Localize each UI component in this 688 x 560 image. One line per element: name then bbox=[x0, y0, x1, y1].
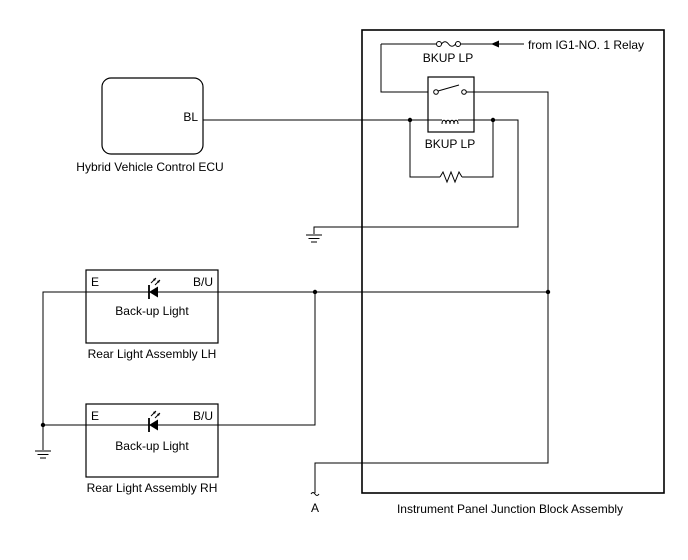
relay-source-label: from IG1-NO. 1 Relay bbox=[528, 38, 644, 52]
relay-switch-blade bbox=[437, 84, 460, 92]
rh-pin-bu: B/U bbox=[193, 409, 213, 423]
junction-dot-ground bbox=[40, 422, 46, 428]
relay-label: BKUP LP bbox=[425, 137, 475, 151]
supply-arrow-icon bbox=[491, 40, 499, 48]
junction-block-box bbox=[361, 29, 665, 494]
junction-block-label: Instrument Panel Junction Block Assembly bbox=[397, 502, 623, 516]
relay-box bbox=[427, 76, 475, 133]
ecu-pin-bl: BL bbox=[183, 110, 198, 124]
lh-led-icon bbox=[148, 277, 161, 299]
relay-contact-right bbox=[461, 89, 467, 95]
relay-output-bus bbox=[314, 91, 549, 493]
rh-pin-e: E bbox=[91, 409, 99, 423]
fuse-to-relay-wire bbox=[380, 44, 434, 93]
connector-break-icon bbox=[310, 492, 320, 496]
lh-light-label: Back-up Light bbox=[115, 304, 189, 318]
rh-led-icon bbox=[148, 410, 161, 432]
ecu-box bbox=[101, 77, 204, 155]
rh-lamp-box bbox=[85, 403, 219, 478]
ecu-name: Hybrid Vehicle Control ECU bbox=[76, 160, 223, 174]
resistor-icon bbox=[439, 170, 463, 184]
connector-label: A bbox=[311, 501, 319, 515]
rh-light-label: Back-up Light bbox=[115, 439, 189, 453]
fuse-icon bbox=[441, 41, 456, 47]
relay-ground-wire bbox=[313, 119, 519, 234]
resistor-wire-right bbox=[462, 120, 494, 178]
relay-contact-left bbox=[433, 89, 439, 95]
resistor-wire-left bbox=[409, 120, 440, 178]
lh-ground-wire bbox=[42, 291, 86, 450]
rh-lamp-feed-wire bbox=[218, 292, 316, 426]
junction-dot-relay-right bbox=[490, 117, 496, 123]
lh-caption: Rear Light Assembly LH bbox=[88, 347, 217, 361]
lh-pin-e: E bbox=[91, 275, 99, 289]
lh-pin-bu: B/U bbox=[193, 275, 213, 289]
ground-icon-lamps bbox=[35, 450, 51, 459]
fuse-terminal-left bbox=[436, 41, 442, 47]
rh-caption: Rear Light Assembly RH bbox=[87, 481, 218, 495]
junction-dot-relay-left bbox=[407, 117, 413, 123]
fuse-terminal-right bbox=[455, 41, 461, 47]
fuse-label: BKUP LP bbox=[423, 51, 473, 65]
ground-icon-relay bbox=[306, 234, 322, 243]
relay-coil-icon bbox=[441, 119, 459, 125]
